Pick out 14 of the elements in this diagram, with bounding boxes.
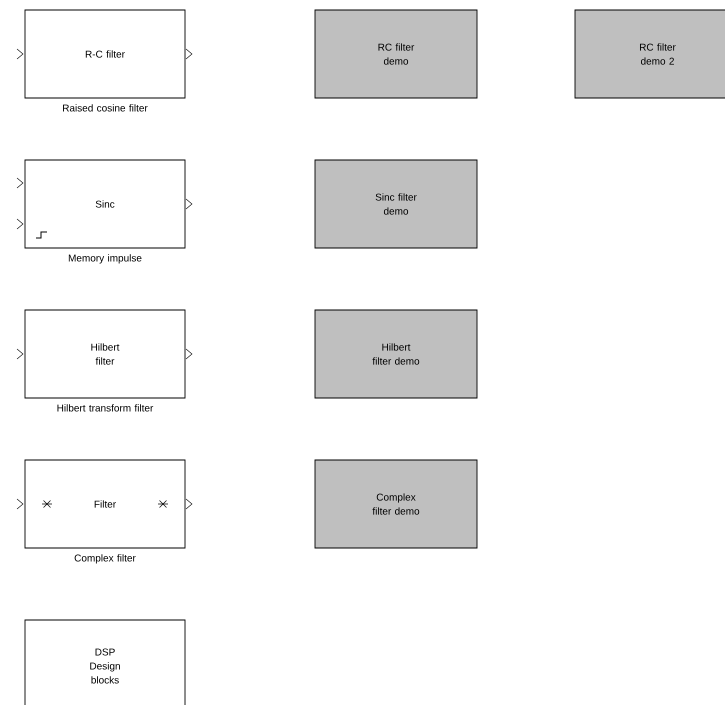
demo-block: Hilbert filter demo [314, 310, 478, 398]
demo-block: Sinc filter demo [314, 160, 478, 248]
demo-block: RC filter demo [314, 10, 478, 98]
demo-block: RC filter demo 2 [574, 10, 725, 98]
demo-block: Complex filter demo [314, 460, 478, 548]
block-caption: Hilbert transform filter [57, 404, 154, 412]
filter-block: Filter [24, 460, 186, 548]
block-caption: Complex filter [74, 554, 136, 564]
block-caption: Raised cosine filter [63, 104, 148, 112]
filter-block: Sinc [24, 160, 186, 248]
filter-block: R-C filter [24, 10, 186, 98]
block-caption: Memory impulse [68, 254, 142, 264]
filter-block: Hilbert filter [24, 310, 186, 398]
filter-block: DSP Design blocks [24, 620, 186, 705]
